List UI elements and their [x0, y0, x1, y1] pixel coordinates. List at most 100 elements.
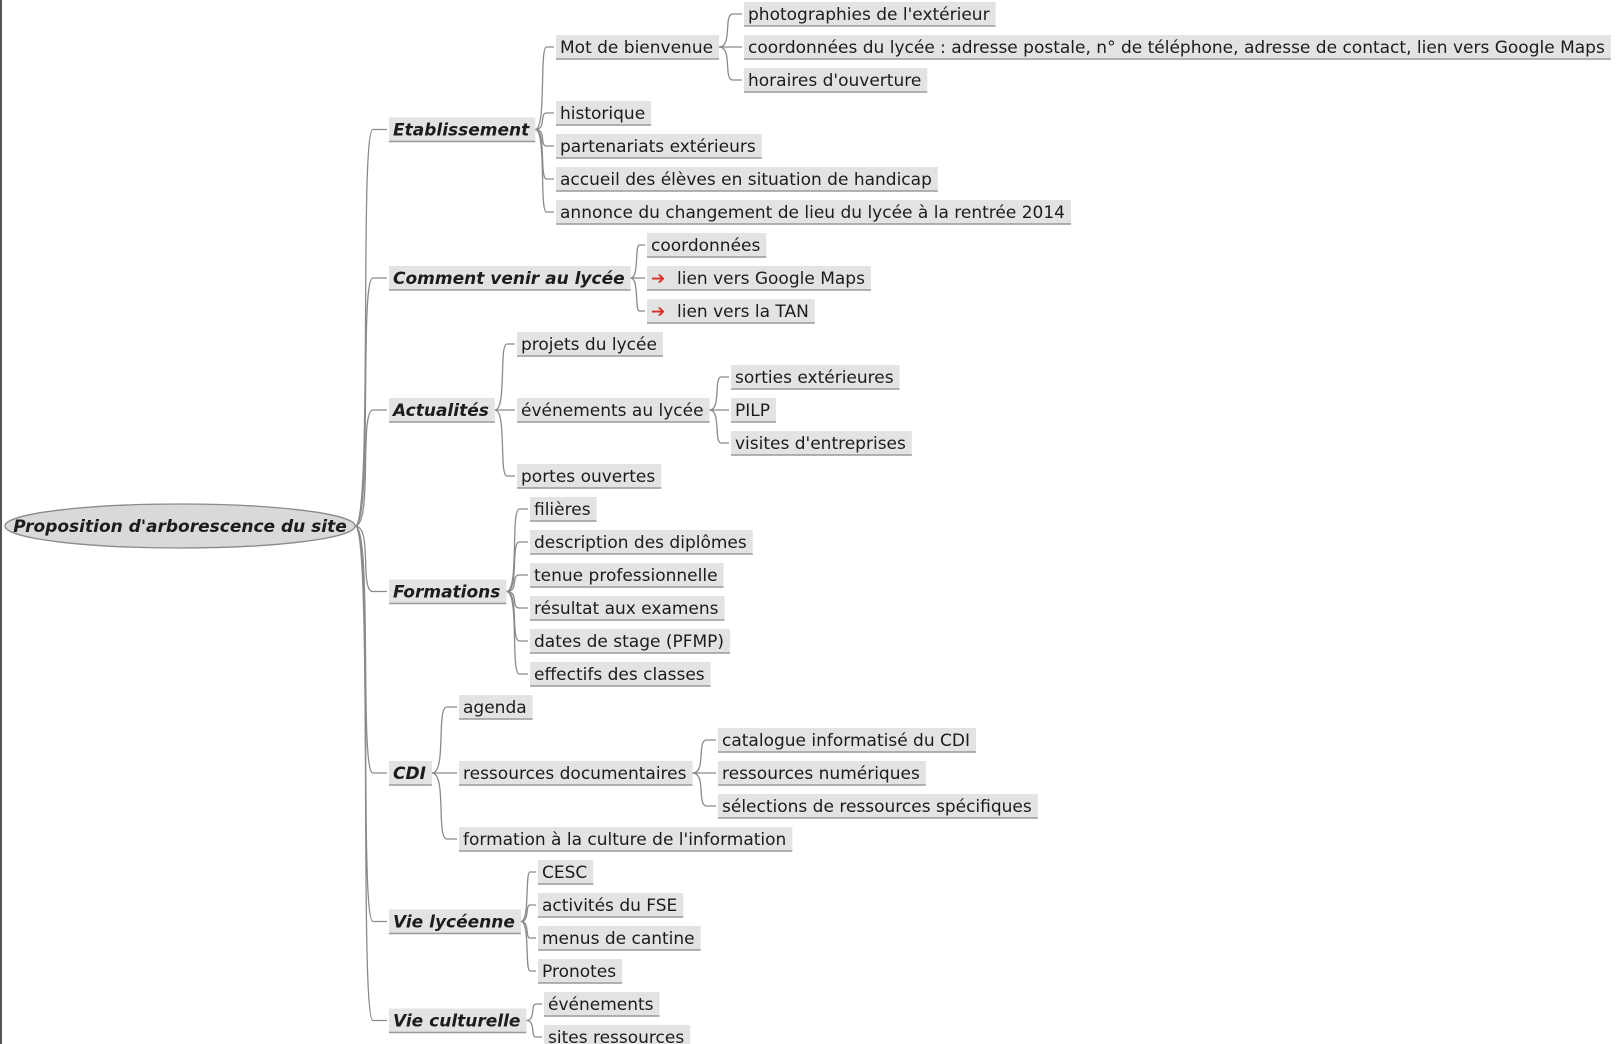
branch-3-item-4[interactable]: dates de stage (PFMP)	[530, 629, 731, 654]
branch-0-item-3-label: accueil des élèves en situation de handi…	[560, 170, 932, 190]
branch-0-item-0-sub-0[interactable]: photographies de l'extérieur	[744, 2, 996, 27]
branch-5[interactable]: Vie lycéenne	[389, 909, 521, 935]
branch-1-item-0-link	[630, 244, 645, 279]
branch-0-item-3[interactable]: accueil des élèves en situation de handi…	[556, 167, 938, 192]
branch-2[interactable]: Actualités	[389, 398, 495, 423]
branch-2-item-1-sub-1[interactable]: PILP	[731, 398, 776, 423]
branch-6[interactable]: Vie culturelle	[389, 1008, 527, 1034]
branch-2-item-0-link	[494, 343, 515, 411]
branch-5-label: Vie lycéenne	[393, 913, 515, 933]
branch-3-item-4-link	[506, 590, 528, 642]
root-ellipse	[4, 503, 356, 549]
branch-1-link	[354, 277, 387, 527]
branch-2-item-0-bg	[517, 332, 663, 356]
branch-5-item-3-bg	[538, 959, 623, 983]
branch-6-item-1[interactable]: sites ressources	[544, 1025, 691, 1044]
branch-4-link	[354, 525, 387, 774]
branch-4-item-1-sub-2-label: sélections de ressources spécifiques	[722, 797, 1032, 817]
branch-3-item-1[interactable]: description des diplômes	[530, 530, 753, 555]
branch-4-item-1-sub-0-bg	[718, 728, 977, 752]
branch-2-label: Actualités	[391, 401, 489, 421]
branch-0-item-2-bg	[556, 134, 762, 158]
branch-4-item-2[interactable]: formation à la culture de l'information	[459, 827, 793, 852]
branch-1-item-2-link	[630, 277, 645, 312]
branch-0-item-0-sub-2[interactable]: horaires d'ouverture	[744, 68, 928, 93]
branch-4-item-1[interactable]: ressources documentaires	[459, 761, 693, 786]
branch-4-item-1-sub-1[interactable]: ressources numériques	[718, 761, 926, 786]
branch-0-item-0[interactable]: Mot de bienvenue	[556, 35, 720, 60]
branch-0[interactable]: Etablissement	[389, 117, 536, 143]
branch-5-item-2-label: menus de cantine	[542, 929, 695, 949]
branch-5-item-3[interactable]: Pronotes	[538, 959, 623, 984]
branch-3-item-5-link	[506, 590, 528, 675]
branch-0-item-2[interactable]: partenariats extérieurs	[556, 134, 762, 159]
branch-4-item-1-sub-2[interactable]: sélections de ressources spécifiques	[718, 794, 1038, 819]
branch-4-item-0-label: agenda	[463, 698, 527, 718]
branch-4-item-1-label: ressources documentaires	[463, 764, 687, 784]
branch-3[interactable]: Formations	[389, 579, 507, 605]
root-node[interactable]: Proposition d'arborescence du site	[4, 503, 356, 549]
branch-4-item-0[interactable]: agenda	[459, 695, 533, 720]
branch-3-item-5[interactable]: effectifs des classes	[530, 662, 711, 687]
branch-6-item-1-label: sites ressources	[548, 1028, 684, 1044]
branch-6-item-0[interactable]: événements	[544, 992, 660, 1017]
branch-5-item-3-link	[520, 920, 536, 972]
branch-2-item-2[interactable]: portes ouvertes	[517, 464, 662, 489]
branch-0-item-0-sub-0-bg	[744, 2, 996, 26]
branch-2-item-1-sub-0-link	[709, 376, 729, 411]
branch-5-item-1[interactable]: activités du FSE	[538, 893, 684, 918]
branch-2-item-2-link	[494, 409, 515, 477]
branch-3-label: Formations	[393, 583, 500, 603]
branch-5-item-1-link	[520, 904, 536, 923]
branch-6-item-1-link	[526, 1019, 542, 1038]
branch-0-item-1[interactable]: historique	[556, 101, 652, 126]
branch-2-item-1-sub-2-link	[709, 409, 729, 444]
branch-2-item-1-sub-0-label: sorties extérieures	[735, 368, 894, 388]
branch-1-item-1-bg	[647, 266, 871, 290]
branch-2-item-1-sub-2[interactable]: visites d'entreprises	[731, 431, 912, 456]
branch-1[interactable]: Comment venir au lycée	[389, 266, 631, 291]
branch-4-item-1-sub-0[interactable]: catalogue informatisé du CDI	[718, 728, 977, 753]
branch-6-bg	[389, 1008, 527, 1033]
branch-0-item-4-link	[534, 128, 554, 213]
branch-0-item-0-bg	[556, 35, 720, 59]
branch-3-item-1-bg	[530, 530, 753, 554]
branch-0-item-0-sub-1[interactable]: coordonnées du lycée : adresse postale, …	[744, 35, 1611, 60]
branch-0-item-0-link	[534, 46, 554, 131]
branch-2-item-0[interactable]: projets du lycée	[517, 332, 663, 357]
branch-1-bg	[389, 266, 631, 290]
branch-6-item-1-bg	[544, 1025, 691, 1044]
branch-4[interactable]: CDI	[389, 761, 432, 786]
branch-5-bg	[389, 909, 521, 934]
branch-4-item-1-sub-2-bg	[718, 794, 1038, 818]
branch-6-label: Vie culturelle	[393, 1012, 520, 1032]
branch-4-item-1-sub-2-link	[692, 772, 716, 807]
branch-3-item-0-link	[506, 508, 528, 593]
branch-1-item-1[interactable]: ➔lien vers Google Maps	[647, 266, 871, 291]
branch-2-item-1[interactable]: événements au lycée	[517, 398, 710, 423]
branch-3-item-2[interactable]: tenue professionnelle	[530, 563, 724, 588]
branch-4-item-2-label: formation à la culture de l'information	[463, 830, 786, 850]
branch-3-item-0[interactable]: filières	[530, 497, 597, 522]
branch-1-item-0[interactable]: coordonnées	[647, 233, 767, 258]
branch-3-item-1-link	[506, 541, 528, 593]
branch-0-item-0-sub-1-label: coordonnées du lycée : adresse postale, …	[748, 38, 1605, 58]
root-title: Proposition d'arborescence du site	[13, 517, 347, 537]
branch-0-item-3-bg	[556, 167, 938, 191]
branch-3-item-3[interactable]: résultat aux examens	[530, 596, 725, 621]
branch-2-item-1-sub-0[interactable]: sorties extérieures	[731, 365, 900, 390]
branch-3-item-0-label: filières	[534, 500, 591, 520]
branch-3-item-2-link	[506, 574, 528, 593]
branch-4-item-0-bg	[459, 695, 533, 719]
branch-3-item-4-label: dates de stage (PFMP)	[534, 632, 724, 652]
branch-2-item-1-label: événements au lycée	[521, 401, 704, 421]
branch-1-item-2[interactable]: ➔lien vers la TAN	[647, 299, 815, 324]
branch-5-item-0[interactable]: CESC	[538, 860, 594, 885]
branch-0-item-0-sub-1-bg	[744, 35, 1611, 59]
branch-5-item-2[interactable]: menus de cantine	[538, 926, 701, 951]
branch-2-item-2-label: portes ouvertes	[521, 467, 655, 487]
branch-4-item-1-bg	[459, 761, 693, 785]
branch-0-item-4[interactable]: annonce du changement de lieu du lycée à…	[556, 200, 1071, 225]
branch-4-item-0-link	[431, 706, 457, 774]
